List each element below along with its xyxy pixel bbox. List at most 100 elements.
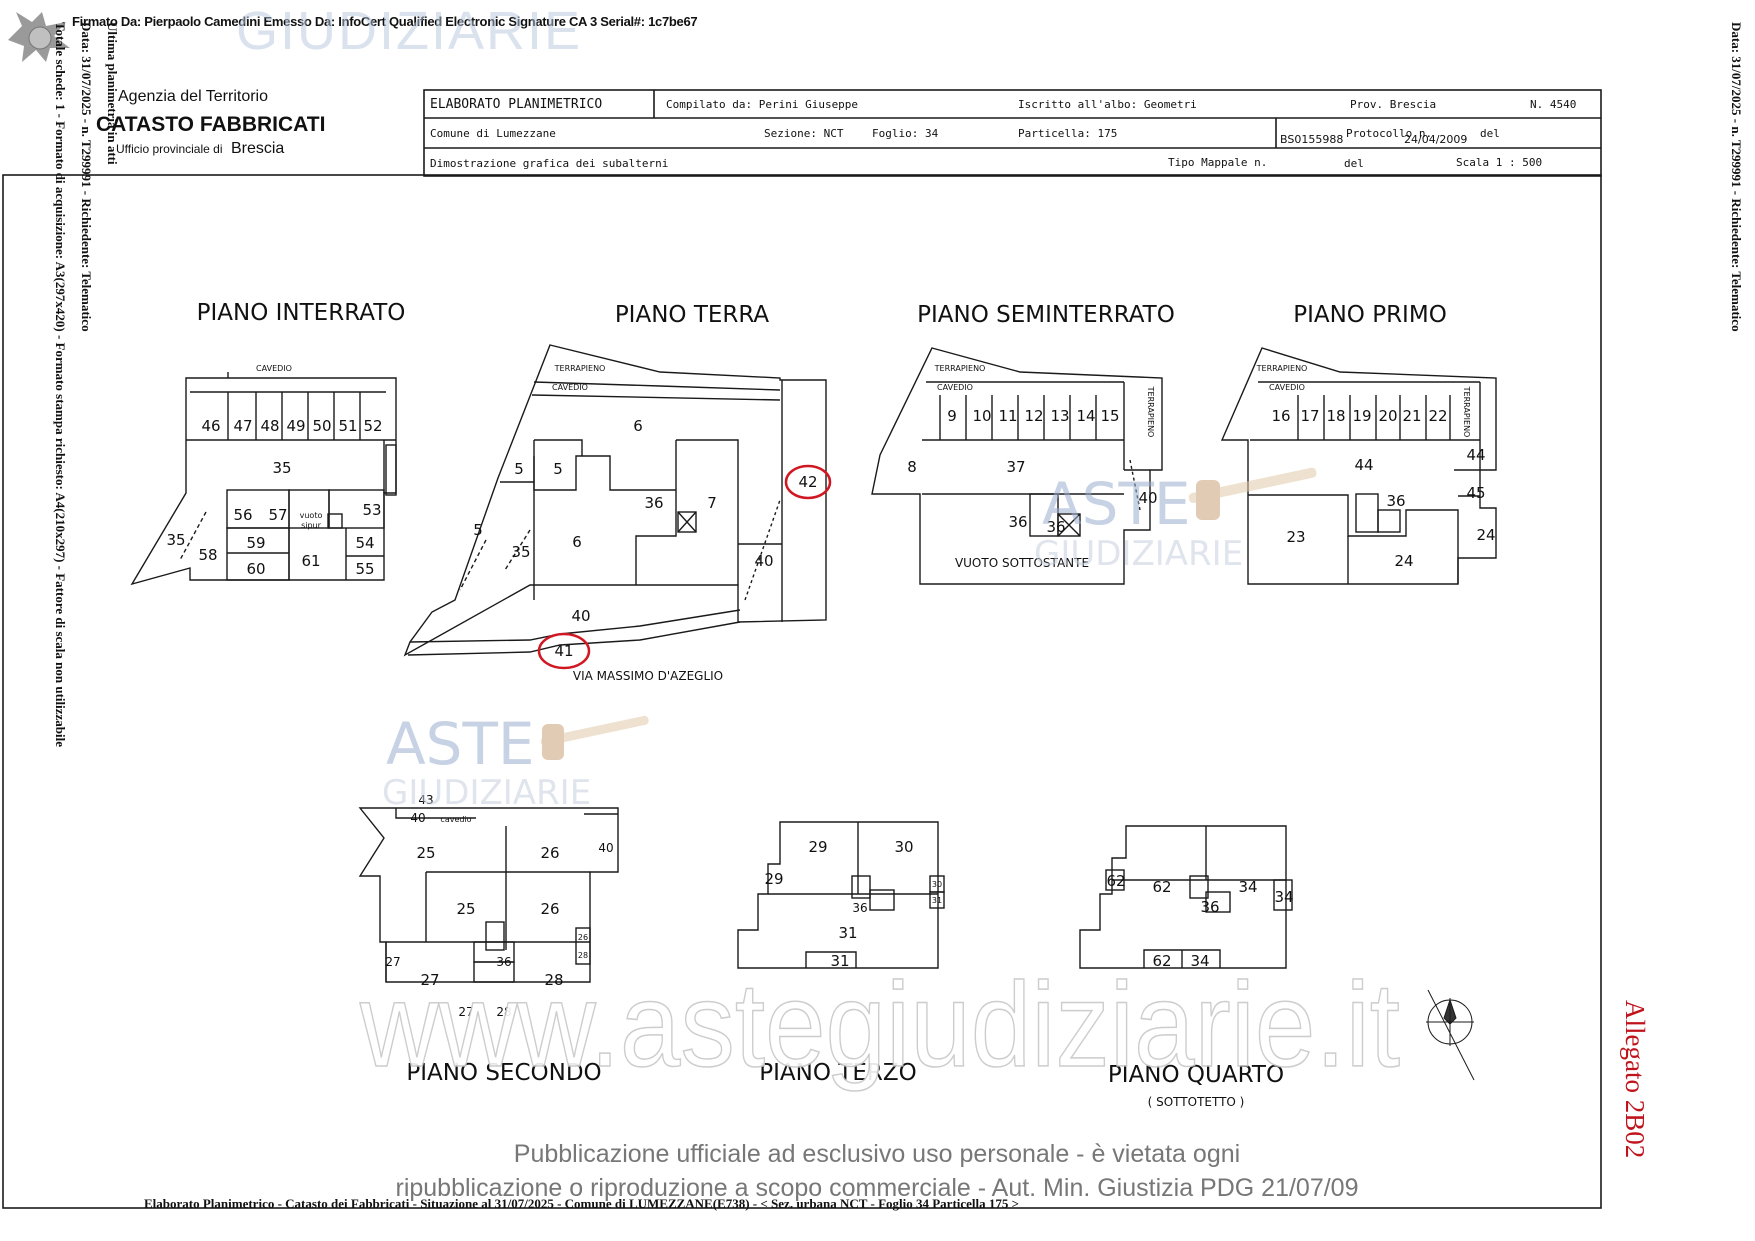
room-26: 26 — [540, 844, 559, 862]
allegato-label: Allegato 2B02 — [1620, 1000, 1650, 1159]
title-quarto: PIANO QUARTO — [1108, 1062, 1284, 1088]
header-sezione: Sezione: NCT — [764, 127, 844, 140]
room-28c: 28 — [578, 951, 588, 960]
room-16: 16 — [1271, 407, 1290, 425]
room-26b: 26 — [540, 900, 559, 918]
header-particella: Particella: 175 — [1018, 127, 1117, 140]
room-59: 59 — [246, 534, 265, 552]
plan-quarto — [1079, 825, 1293, 969]
terra-via: VIA MASSIMO D'AZEGLIO — [573, 669, 723, 683]
header-tipo-mappale: Tipo Mappale n. — [1168, 156, 1267, 169]
plan-terra — [403, 344, 832, 670]
room-50: 50 — [312, 417, 331, 435]
room-10: 10 — [972, 407, 991, 425]
room-43: 43 — [418, 793, 433, 807]
room-35-terra: 35 — [511, 543, 530, 561]
compass-rose-icon — [1426, 989, 1475, 1081]
watermark-top-giudiziarie: GIUDIZIARIE — [236, 4, 583, 61]
room-28b: 28 — [496, 1005, 511, 1019]
room-8: 8 — [907, 458, 917, 476]
watermark-aste-1: ASTE — [1042, 470, 1191, 538]
header-iscritto: Iscritto all'albo: Geometri — [1018, 98, 1197, 111]
sheet-frame — [2, 174, 1602, 1209]
room-36-primo: 36 — [1386, 492, 1405, 510]
room-31c: 31 — [830, 952, 849, 970]
agency-name: Agenzia del Territorio — [118, 88, 269, 105]
room-7: 7 — [707, 494, 717, 512]
room-36: 36 — [644, 494, 663, 512]
header-protocollo-date: 24/04/2009 — [1404, 133, 1467, 146]
watermark-aste-mid: ASTE GIUDIZIARIE ASTE GIUDIZIARIE — [382, 470, 1243, 813]
header-comune: Comune di Lumezzane — [430, 127, 556, 140]
room-29b: 29 — [764, 870, 783, 888]
primo-cavedio: CAVEDIO — [1269, 383, 1305, 392]
quarto-subtitle: ( SOTTOTETTO ) — [1148, 1095, 1245, 1109]
room-42: 42 — [798, 473, 817, 491]
plan-seminterrato — [871, 347, 1163, 585]
agency-office: Ufficio provinciale di Brescia — [116, 140, 284, 158]
room-25: 25 — [416, 844, 435, 862]
room-34c: 34 — [1190, 952, 1209, 970]
header-title: ELABORATO PLANIMETRICO — [430, 97, 602, 112]
header-foglio: Foglio: 34 — [872, 127, 939, 140]
primo-terrapieno: TERRAPIENO — [1256, 364, 1308, 373]
room-58: 58 — [198, 546, 217, 564]
office-province: Brescia — [230, 140, 285, 157]
seminterrato-terrapieno-side: TERRAPIENO — [1146, 386, 1155, 438]
room-41: 41 — [554, 642, 573, 660]
seminterrato-vuoto: VUOTO SOTTOSTANTE — [955, 556, 1089, 570]
room-6: 6 — [633, 417, 643, 435]
signature-header: Firmato Da: Pierpaolo Camedini Emesso Da… — [72, 14, 698, 29]
room-14: 14 — [1076, 407, 1095, 425]
room-5b: 5 — [553, 460, 563, 478]
room-56: 56 — [233, 506, 252, 524]
room-40-sec-b: 40 — [598, 841, 613, 855]
room-36-terzo: 36 — [852, 901, 867, 915]
room-30: 30 — [894, 838, 913, 856]
left-margin-line2: Data: 31/07/2025 - n. T299991 - Richiede… — [79, 22, 94, 332]
room-11: 11 — [998, 407, 1017, 425]
room-40-semi: 40 — [1138, 489, 1157, 507]
room-48: 48 — [260, 417, 279, 435]
room-6b: 6 — [572, 533, 582, 551]
room-5c: 5 — [473, 521, 483, 539]
room-5: 5 — [514, 460, 524, 478]
seminterrato-cavedio: CAVEDIO — [937, 383, 973, 392]
catasto-title: CATASTO FABBRICATI — [96, 113, 326, 136]
seal-icon — [8, 12, 70, 62]
header-del1: del — [1480, 127, 1500, 140]
header-protocollo-value: BS0155988 — [1280, 133, 1343, 146]
room-61: 61 — [301, 552, 320, 570]
room-24b: 24 — [1394, 552, 1413, 570]
room-40: 40 — [754, 552, 773, 570]
room-27b: 27 — [458, 1005, 473, 1019]
room-47: 47 — [233, 417, 252, 435]
left-margin-line3: Totale schede: 1 - Formato di acquisizio… — [53, 22, 68, 748]
room-40-sec: 40 — [410, 811, 425, 825]
secondo-cavedio: cavedio — [440, 815, 471, 824]
room-62: 62 — [1106, 872, 1125, 890]
room-36-quarto: 36 — [1200, 898, 1219, 916]
room-26c: 26 — [578, 933, 588, 942]
plan-interrato — [130, 372, 397, 586]
title-primo: PIANO PRIMO — [1293, 302, 1447, 328]
room-34b: 34 — [1274, 888, 1293, 906]
room-19: 19 — [1352, 407, 1371, 425]
room-53: 53 — [362, 501, 381, 519]
room-24: 24 — [1476, 526, 1495, 544]
room-44b: 44 — [1466, 446, 1485, 464]
room-40b: 40 — [571, 607, 590, 625]
room-60: 60 — [246, 560, 265, 578]
primo-terrapieno-side: TERRAPIENO — [1462, 386, 1471, 438]
room-17: 17 — [1300, 407, 1319, 425]
title-terzo: PIANO TERZO — [759, 1060, 916, 1086]
room-35: 35 — [272, 459, 291, 477]
office-label: Ufficio provinciale di — [116, 142, 223, 156]
header-prov: Prov. Brescia — [1350, 98, 1436, 111]
room-34: 34 — [1238, 878, 1257, 896]
room-44: 44 — [1354, 456, 1373, 474]
header-del2: del — [1344, 157, 1364, 170]
publication-line2: ripubblicazione o riproduzione a scopo c… — [396, 1174, 1359, 1202]
title-interrato: PIANO INTERRATO — [197, 300, 406, 326]
room-21: 21 — [1402, 407, 1421, 425]
